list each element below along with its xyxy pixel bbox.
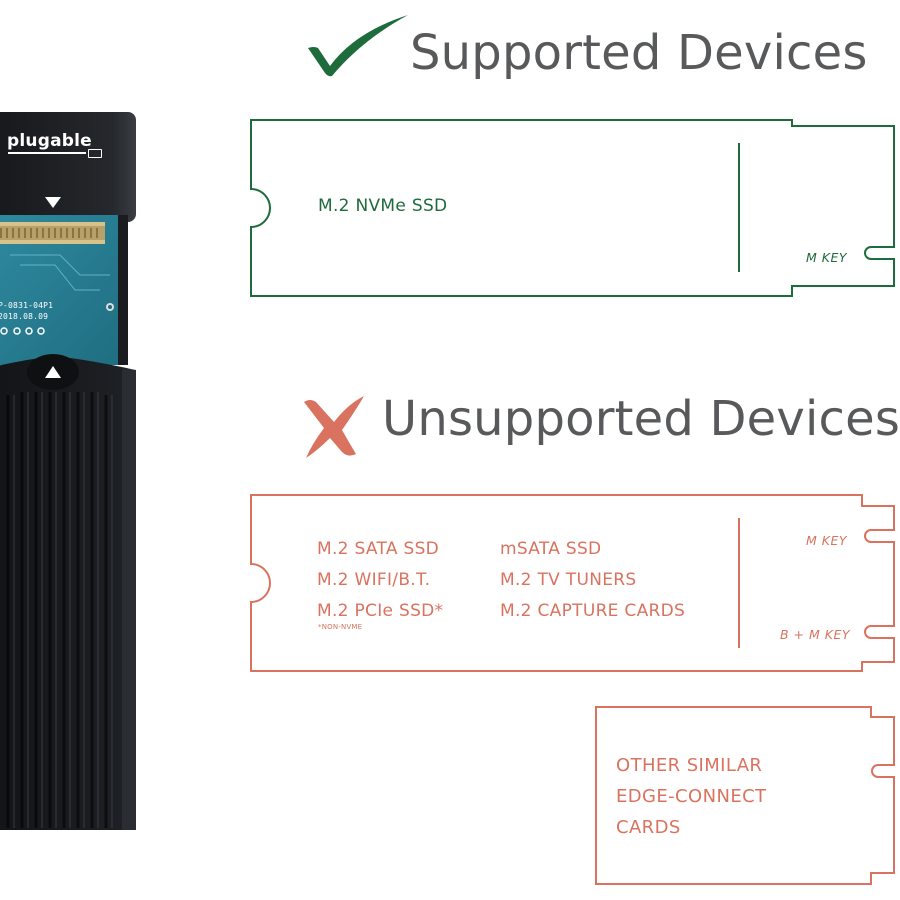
supported-heading: Supported Devices <box>410 25 868 81</box>
unsupported-right-item: mSATA SSD <box>500 539 602 559</box>
unsupported-key-bottom: B + M KEY <box>780 627 850 642</box>
enclosure-cap <box>0 112 136 222</box>
supported-card <box>250 119 895 297</box>
other-card <box>595 706 895 885</box>
other-card-line: EDGE-CONNECT <box>616 786 767 807</box>
check-icon <box>308 15 408 77</box>
usb-icon <box>88 149 102 158</box>
unsupported-key-top: M KEY <box>806 533 847 548</box>
brand-logo: plugable <box>7 131 92 151</box>
arrow-up-icon <box>45 366 61 378</box>
brand-underline <box>8 152 86 154</box>
unsupported-left-item: M.2 SATA SSD <box>317 539 440 559</box>
unsupported-heading: Unsupported Devices <box>382 391 900 447</box>
footnote: *NON-NVME <box>318 623 363 631</box>
arrow-down-icon <box>45 197 61 208</box>
x-mark-icon <box>304 396 364 458</box>
supported-key-label: M KEY <box>806 250 847 265</box>
unsupported-card <box>250 494 895 672</box>
unsupported-right-item: M.2 TV TUNERS <box>500 570 637 590</box>
other-card-line: CARDS <box>616 817 681 838</box>
pcb-code: P-0831-04P1 <box>0 301 54 310</box>
other-card-line: OTHER SIMILAR <box>616 755 763 776</box>
supported-card-label: M.2 NVMe SSD <box>318 196 448 216</box>
unsupported-right-item: M.2 CAPTURE CARDS <box>500 601 686 621</box>
unsupported-left-item: M.2 WIFI/B.T. <box>317 570 431 590</box>
unsupported-left-item: M.2 PCIe SSD* <box>317 601 444 621</box>
pcb-date: 2018.08.09 <box>0 312 49 321</box>
enclosure-body <box>0 356 136 830</box>
